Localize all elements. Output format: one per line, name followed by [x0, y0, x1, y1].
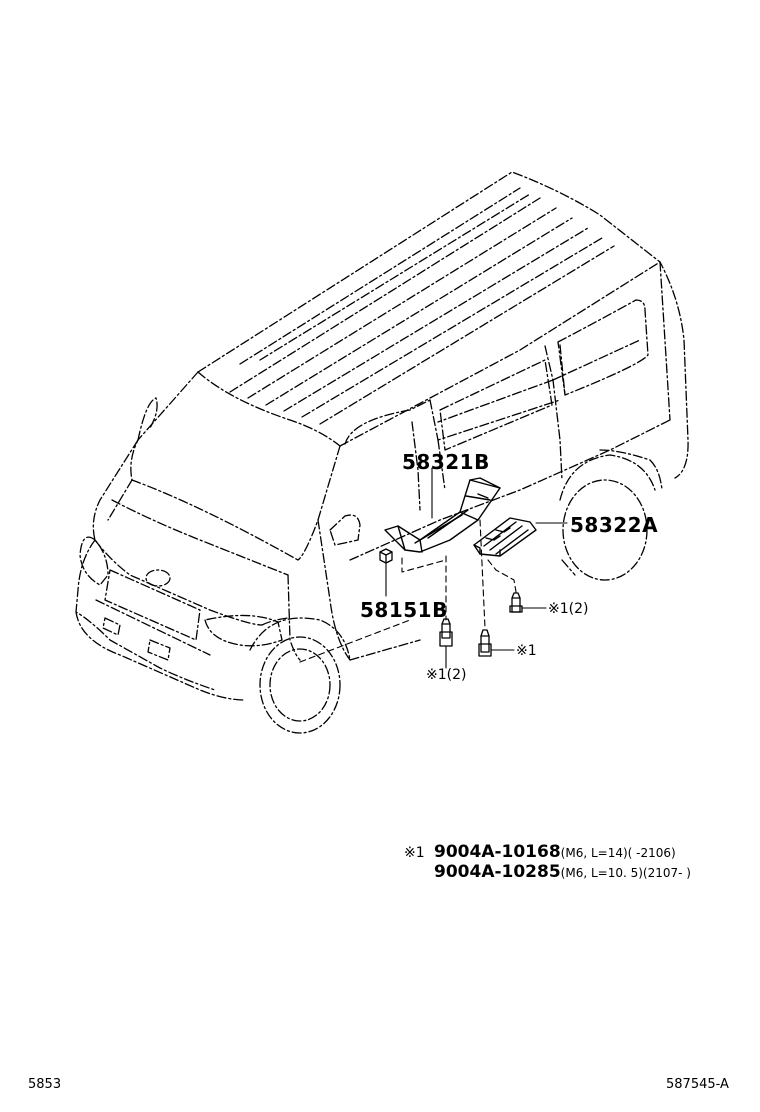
legend-part-number: 9004A-10285 — [434, 862, 561, 882]
dashed-guide-lines — [299, 519, 517, 663]
diagram-code: 587545-A — [666, 1077, 729, 1092]
callout-58322A: 58322A — [570, 513, 659, 537]
callout-bolt-upper: ※1(2) — [548, 601, 589, 617]
page-code: 5853 — [28, 1077, 62, 1092]
legend-row: 9004A-10168(M6, L=14)( -2106) — [434, 842, 676, 862]
callout-bolt-left: ※1(2) — [426, 667, 467, 683]
callout-bolt-lower: ※1 — [516, 643, 537, 659]
bolt-shapes — [439, 592, 523, 657]
nut-58151B-shape — [379, 548, 393, 564]
leader-lines — [385, 467, 568, 669]
bracket-58321B-shape — [384, 477, 501, 553]
van-body-outline — [75, 171, 689, 734]
callout-58321B: 58321B — [402, 450, 490, 474]
legend-part-number: 9004A-10168 — [434, 842, 561, 862]
legend-row: 9004A-10285(M6, L=10. 5)(2107- ) — [434, 862, 691, 882]
callout-58151B: 58151B — [360, 598, 448, 622]
legend-symbol: ※1 — [404, 845, 425, 861]
legend-spec: (M6, L=10. 5)(2107- ) — [560, 866, 691, 880]
tray-58322A-shape — [473, 517, 537, 557]
legend-spec: (M6, L=14)( -2106) — [560, 846, 676, 860]
